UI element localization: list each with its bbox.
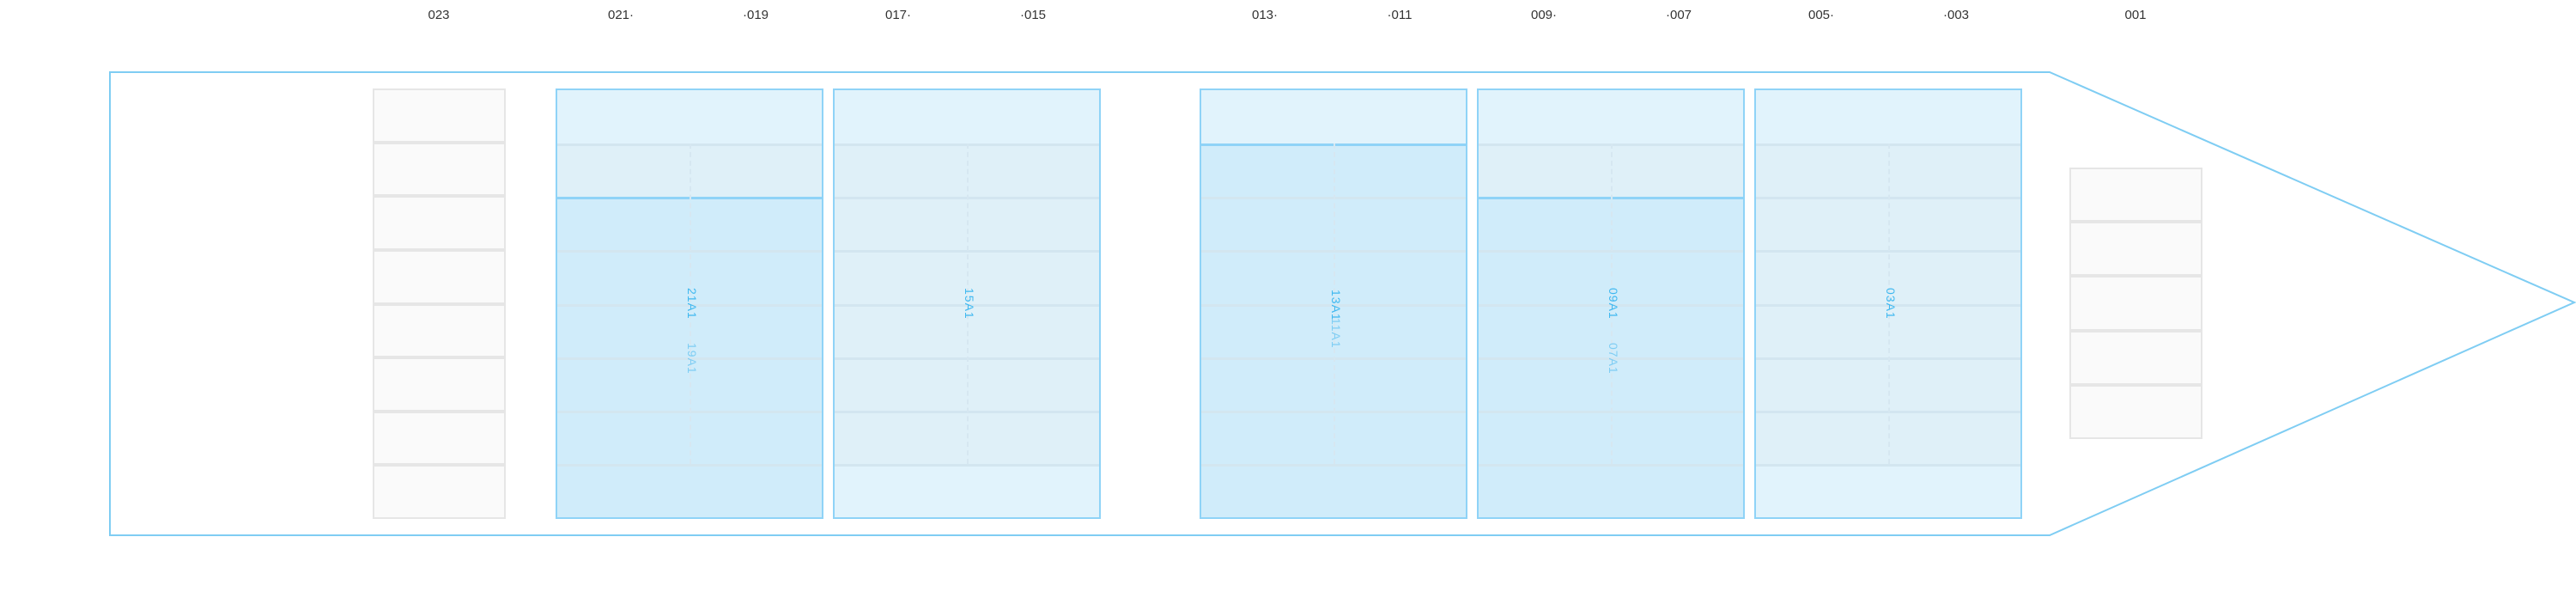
bay-row-empty[interactable] [1201,90,1466,144]
bay-number-label[interactable]: ·011 [1387,8,1413,22]
container-label[interactable]: 09A1 [1607,288,1621,320]
bay-row-empty[interactable] [1756,463,2020,517]
bay-row-loaded[interactable] [557,463,822,517]
bay-number-label[interactable]: 017· [884,8,912,22]
container-label[interactable]: 03A1 [1884,288,1899,320]
bay-number-label[interactable]: 021· [607,8,635,22]
bay-023-stack [373,88,506,519]
bay-21-19[interactable]: 21A1 19A1 [556,88,823,519]
bay-number-label[interactable]: ·007 [1665,8,1692,22]
slot-cell[interactable] [2069,330,2202,385]
slot-cell[interactable] [373,88,506,143]
slot-cell[interactable] [373,196,506,250]
container-label[interactable]: 15A1 [963,288,977,320]
bay-number-label[interactable]: ·019 [742,8,769,22]
bay-09-07[interactable]: 09A1 07A1 [1477,88,1745,519]
slot-cell[interactable] [2069,384,2202,439]
slot-cell[interactable] [373,411,506,466]
bay-05-03[interactable]: 03A1 [1754,88,2022,519]
bay-centerline [690,143,691,464]
container-label[interactable]: 13A1 [1329,290,1344,321]
container-label[interactable]: 07A1 [1607,343,1621,375]
container-label[interactable]: 11A1 [1329,318,1344,349]
bay-centerline [1888,143,1890,464]
bay-centerline [967,143,969,464]
bay-row-empty[interactable] [1756,90,2020,144]
bay-row-empty[interactable] [1479,90,1743,144]
slot-cell[interactable] [373,249,506,304]
bay-number-label[interactable]: ·015 [1019,8,1047,22]
bay-number-label[interactable]: 023 [428,8,450,22]
container-label[interactable]: 19A1 [685,343,700,375]
slot-cell[interactable] [373,303,506,358]
slot-cell[interactable] [2069,222,2202,277]
bay-number-label[interactable]: 005· [1807,8,1835,22]
bay-number-label[interactable]: 013· [1251,8,1279,22]
bay-centerline [1611,143,1613,464]
slot-cell[interactable] [373,465,506,519]
bay-row-empty[interactable] [835,463,1099,517]
bay-row-loaded[interactable] [1201,463,1466,517]
bay-001-stack [2069,168,2202,439]
bay-17-15[interactable]: 15A1 [833,88,1101,519]
bay-number-label[interactable]: 009· [1530,8,1558,22]
slot-cell[interactable] [373,357,506,412]
slot-cell[interactable] [2069,168,2202,223]
bay-row-empty[interactable] [557,90,822,144]
slot-cell[interactable] [2069,276,2202,331]
bay-row-loaded[interactable] [1479,463,1743,517]
bay-number-label[interactable]: ·003 [1942,8,1970,22]
bay-centerline [1334,143,1335,464]
slot-cell[interactable] [373,142,506,197]
bay-row-empty[interactable] [835,90,1099,144]
container-label[interactable]: 21A1 [685,288,700,320]
bay-number-label[interactable]: 001 [2124,8,2147,22]
